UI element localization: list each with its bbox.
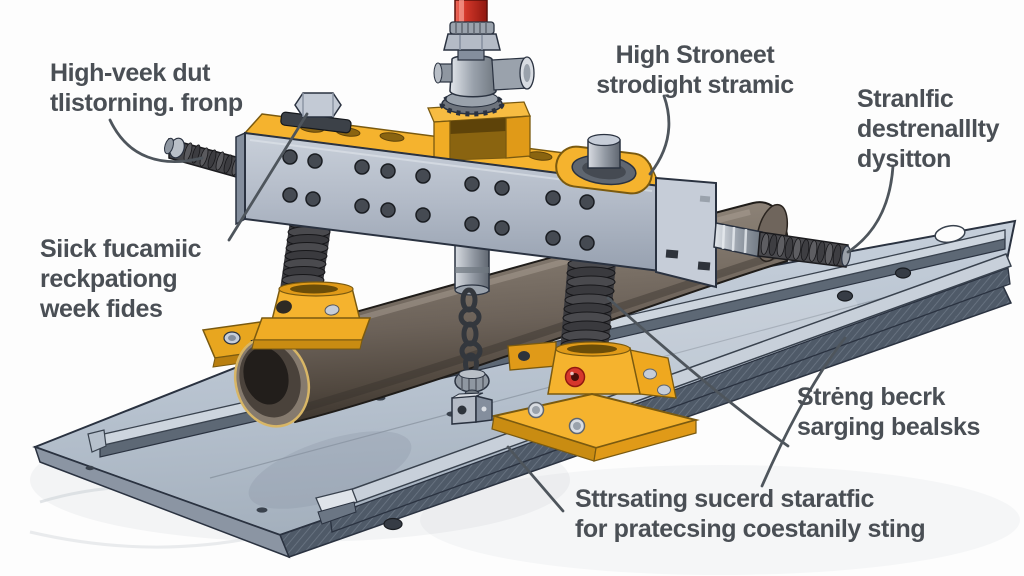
label-line: tlistorning. fronp	[50, 89, 243, 117]
chain-anchor	[451, 369, 493, 425]
rail-end-cap	[87, 429, 107, 453]
label-line: week fides	[40, 295, 163, 323]
leader-line-bottom-b	[760, 336, 847, 488]
lead-screw-right	[713, 222, 851, 268]
leader-line-mid-right	[606, 296, 790, 448]
left-jack-base	[251, 281, 372, 350]
floor-wisp	[29, 530, 263, 549]
valve-nut	[443, 33, 501, 51]
plate-hole	[85, 465, 95, 471]
label-line: Siick fucamiic	[40, 235, 202, 263]
leader-line-bottom-a	[506, 445, 565, 513]
base-slot	[276, 300, 292, 314]
label-line: High Stroneet	[615, 41, 775, 69]
rail-end-cap	[315, 488, 358, 513]
leader-lines	[108, 94, 895, 513]
right-jack-screw	[559, 257, 617, 362]
plate-hole	[256, 507, 268, 513]
hanging-cylinder	[454, 243, 490, 296]
label-mid-right: Strėng becrk sarging bealsks	[797, 382, 980, 442]
clamp-beam	[235, 92, 717, 289]
label-line: Sttrsating sucerd staratfic	[575, 485, 875, 513]
label-bottom: Sttrsating sucerd staratfic for pratecsi…	[575, 484, 926, 544]
leader-line-top-center	[648, 94, 671, 176]
base-pin	[324, 304, 340, 316]
bearing-cap	[587, 133, 621, 169]
bearing-housing	[555, 133, 653, 195]
plate-reflection	[248, 431, 412, 509]
label-line: sarging bealsks	[797, 413, 980, 441]
control-valve	[433, 21, 535, 117]
red-inlet-pipe	[454, 0, 488, 24]
leader-line-top-right	[846, 164, 895, 254]
right-jack-base	[490, 341, 700, 462]
leader-line-mid-left	[227, 112, 309, 242]
label-top-center: High Stroneet strodight stramic	[570, 40, 820, 100]
base-bolt	[518, 351, 530, 361]
base-bolt	[657, 384, 671, 396]
right-jack	[490, 257, 700, 462]
beam-end-plate	[655, 176, 717, 289]
base-bolt	[643, 368, 657, 380]
label-line: strodight stramic	[596, 71, 794, 99]
leader-line-top-left	[108, 118, 204, 163]
label-line: High-veek dut	[50, 59, 211, 87]
valve-knurled-ring	[449, 21, 495, 35]
chain	[458, 287, 483, 376]
rail-bolt	[836, 290, 854, 302]
label-line: for pratecsing coestanily sting	[575, 515, 926, 543]
label-top-left: High-veek dut tlistorning. fronp	[50, 58, 243, 118]
label-mid-left: Siick fucamiic reckpationg week fides	[40, 234, 202, 324]
rail-bolt	[894, 267, 912, 279]
plate-left-edge	[33, 445, 291, 559]
lead-screw-left	[164, 137, 248, 181]
label-line: reckpationg	[40, 265, 178, 293]
label-line: Stranlfic	[857, 85, 954, 113]
beam-bolts	[282, 149, 595, 251]
hex-bolt	[280, 92, 352, 134]
valve-body	[449, 54, 497, 98]
label-line: Strėng becrk	[797, 383, 946, 411]
label-line: dysitton	[857, 145, 952, 173]
label-top-right: Stranlfic destrenalllty dysitton	[857, 84, 999, 174]
label-line: destrenalllty	[857, 115, 1000, 143]
rail-bolt	[383, 517, 403, 531]
